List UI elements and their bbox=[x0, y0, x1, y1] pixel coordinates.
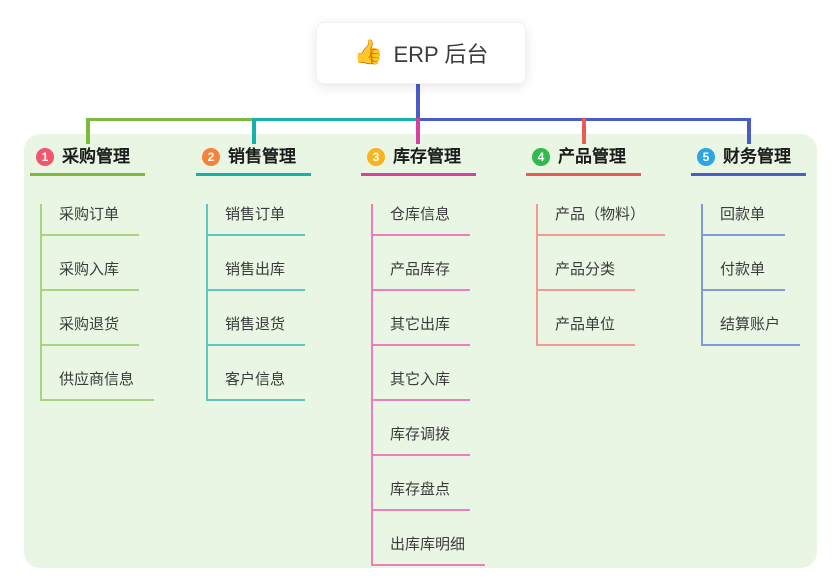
branch-title-label: 采购管理 bbox=[62, 147, 130, 166]
connector-drop-branch1 bbox=[86, 118, 90, 144]
root-node[interactable]: 👍 ERP 后台 bbox=[316, 22, 526, 84]
branch-finance: 5 财务管理 回款单 付款单 结算账户 bbox=[691, 146, 823, 346]
child-node[interactable]: 库存盘点 bbox=[373, 479, 471, 511]
connector-segment-mid bbox=[252, 118, 417, 121]
root-node-label: ERP 后台 bbox=[393, 42, 489, 67]
branch-product: 4 产品管理 产品（物料） 产品分类 产品单位 bbox=[526, 146, 666, 346]
connector-drop-branch2 bbox=[252, 118, 256, 144]
branch-title[interactable]: 1 采购管理 bbox=[30, 146, 145, 176]
child-node[interactable]: 产品单位 bbox=[538, 314, 636, 346]
child-node[interactable]: 销售订单 bbox=[208, 204, 306, 236]
branch-purchase: 1 采购管理 采购订单 采购入库 采购退货 供应商信息 bbox=[30, 146, 162, 401]
branch-number-badge: 4 bbox=[532, 148, 550, 166]
child-node[interactable]: 回款单 bbox=[703, 204, 786, 236]
branch-children: 回款单 付款单 结算账户 bbox=[701, 204, 823, 346]
child-node[interactable]: 采购入库 bbox=[42, 259, 140, 291]
child-node[interactable]: 采购退货 bbox=[42, 314, 140, 346]
child-node[interactable]: 出库库明细 bbox=[373, 534, 486, 566]
branch-children: 采购订单 采购入库 采购退货 供应商信息 bbox=[40, 204, 162, 401]
child-node[interactable]: 产品库存 bbox=[373, 259, 471, 291]
connector-drop-branch3 bbox=[416, 118, 420, 144]
connector-drop-branch4 bbox=[582, 118, 586, 144]
branch-number-badge: 2 bbox=[202, 148, 220, 166]
child-node[interactable]: 结算账户 bbox=[703, 314, 801, 346]
connector-segment-left bbox=[86, 118, 252, 121]
branch-title-label: 销售管理 bbox=[228, 147, 296, 166]
child-node[interactable]: 供应商信息 bbox=[42, 369, 155, 401]
child-node[interactable]: 销售出库 bbox=[208, 259, 306, 291]
branch-group-panel bbox=[24, 134, 817, 568]
child-node[interactable]: 其它入库 bbox=[373, 369, 471, 401]
branch-title[interactable]: 3 库存管理 bbox=[361, 146, 476, 176]
branch-inventory: 3 库存管理 仓库信息 产品库存 其它出库 其它入库 库存调拨 库存盘点 出库库… bbox=[361, 146, 493, 566]
branch-number-badge: 1 bbox=[36, 148, 54, 166]
branch-number-badge: 3 bbox=[367, 148, 385, 166]
connector-drop-branch5 bbox=[747, 118, 751, 144]
child-node[interactable]: 仓库信息 bbox=[373, 204, 471, 236]
branch-title[interactable]: 5 财务管理 bbox=[691, 146, 806, 176]
child-node[interactable]: 产品（物料） bbox=[538, 204, 666, 236]
branch-children: 销售订单 销售出库 销售退货 客户信息 bbox=[206, 204, 328, 401]
branch-title-label: 财务管理 bbox=[723, 147, 791, 166]
child-node[interactable]: 客户信息 bbox=[208, 369, 306, 401]
root-connector-stem bbox=[416, 82, 420, 118]
branch-sales: 2 销售管理 销售订单 销售出库 销售退货 客户信息 bbox=[196, 146, 328, 401]
branch-number-badge: 5 bbox=[697, 148, 715, 166]
branch-title-label: 产品管理 bbox=[558, 147, 626, 166]
child-node[interactable]: 采购订单 bbox=[42, 204, 140, 236]
child-node[interactable]: 付款单 bbox=[703, 259, 786, 291]
branch-children: 产品（物料） 产品分类 产品单位 bbox=[536, 204, 666, 346]
branch-title-label: 库存管理 bbox=[393, 147, 461, 166]
branch-children: 仓库信息 产品库存 其它出库 其它入库 库存调拨 库存盘点 出库库明细 bbox=[371, 204, 493, 566]
child-node[interactable]: 库存调拨 bbox=[373, 424, 471, 456]
child-node[interactable]: 其它出库 bbox=[373, 314, 471, 346]
branch-title[interactable]: 4 产品管理 bbox=[526, 146, 641, 176]
branch-title[interactable]: 2 销售管理 bbox=[196, 146, 311, 176]
thumbs-up-icon: 👍 bbox=[353, 39, 384, 66]
child-node[interactable]: 销售退货 bbox=[208, 314, 306, 346]
child-node[interactable]: 产品分类 bbox=[538, 259, 636, 291]
